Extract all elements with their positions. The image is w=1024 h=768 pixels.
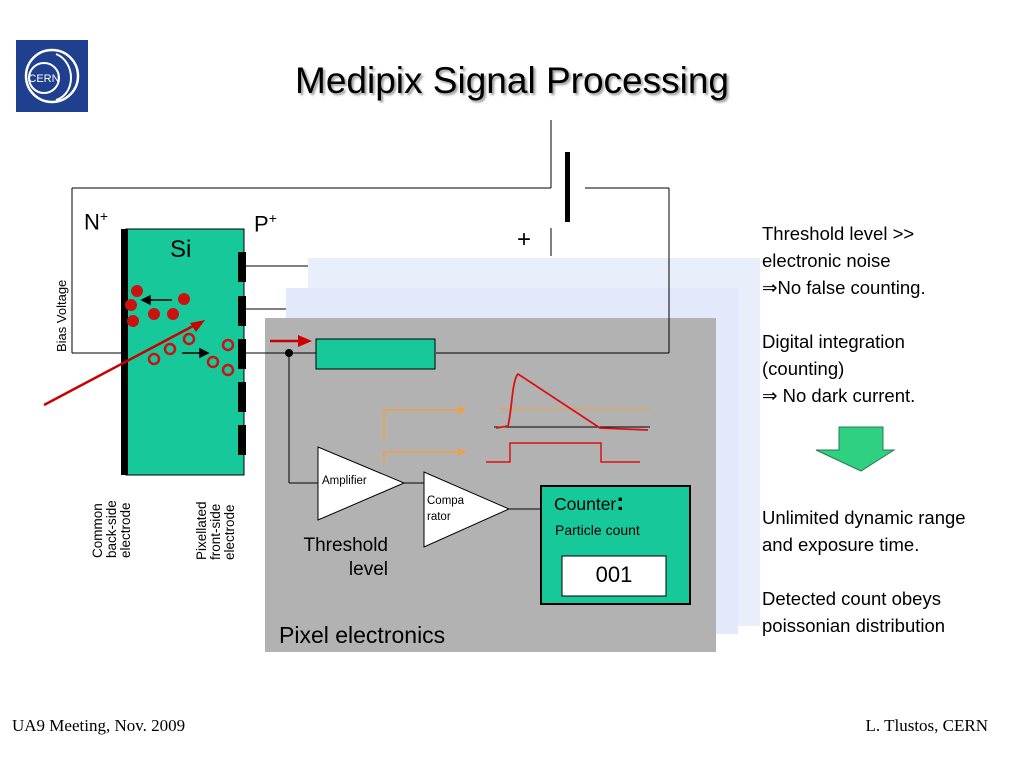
note-digital-integration: Digital integration (counting) ⇒ No dark… (762, 331, 916, 406)
amplifier-label: Amplifier (322, 475, 367, 487)
front-electrode-label: Pixellated front-side electrode (194, 501, 237, 560)
note-poisson: Detected count obeys poissonian distribu… (762, 588, 946, 636)
counter-title: Counter: (554, 489, 625, 516)
digital-pulse (486, 442, 640, 463)
comparator-label: Compa rator (427, 495, 465, 523)
note-threshold: Threshold level >> electronic noise ⇒No … (762, 223, 926, 298)
bias-voltage-label: Bias Voltage (54, 279, 69, 352)
plus-terminal-label: + (517, 226, 532, 253)
battery-plate (565, 152, 570, 222)
down-arrow-icon (815, 426, 895, 472)
drift-arrows (140, 294, 210, 359)
si-label: Si (170, 236, 192, 263)
note-dynamic-range: Unlimited dynamic range and exposure tim… (762, 507, 966, 555)
n-plus-label: N+ (84, 208, 109, 235)
pixel-electronics-label: Pixel electronics (279, 622, 446, 648)
comparator-triangle (423, 471, 511, 548)
back-electrode-label: Common back-side electrode (90, 500, 133, 558)
signal-trace-arrows (383, 409, 462, 465)
preamp-box (315, 338, 436, 370)
cern-logo: CERN (16, 40, 88, 112)
notes-panel: Threshold level >> electronic noise ⇒No … (762, 220, 1017, 666)
particle-track (43, 323, 196, 407)
particle-count-label: Particle count (555, 522, 640, 538)
amplifier-triangle (317, 446, 406, 521)
logo-text: CERN (28, 73, 59, 85)
footer-author: L. Tlustos, CERN (865, 716, 988, 735)
slide-title: Medipix Signal Processing (295, 60, 729, 101)
count-display (561, 555, 667, 597)
footer-meeting: UA9 Meeting, Nov. 2009 (12, 716, 186, 735)
count-value: 001 (595, 562, 633, 587)
pixel-electrodes (238, 252, 246, 455)
circuit-wires (71, 120, 670, 510)
back-side-electrode (121, 229, 128, 475)
threshold-label: Threshold level (303, 535, 389, 580)
junction-dot (285, 349, 293, 357)
analog-pulse (495, 372, 649, 431)
hole-charges (147, 332, 235, 377)
p-plus-label: P+ (254, 210, 277, 237)
electron-charges (125, 285, 190, 327)
